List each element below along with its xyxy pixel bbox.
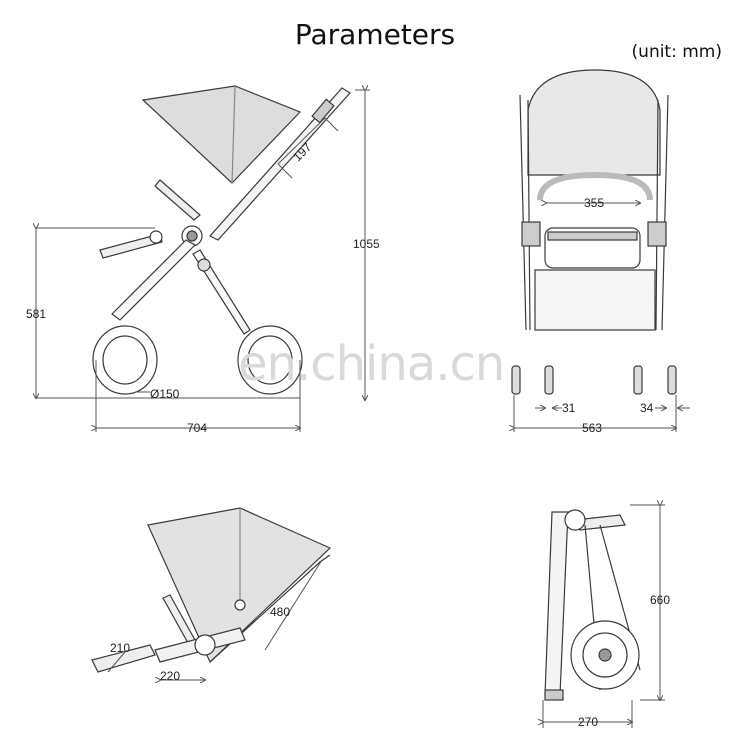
front-view xyxy=(511,69,677,395)
front-wheel-right-outer xyxy=(667,365,677,395)
dim-recline-depth: 480 xyxy=(270,605,290,619)
dim-side-wheel: Ø150 xyxy=(150,387,180,401)
front-bumper xyxy=(537,171,653,201)
recline-footrest xyxy=(91,644,156,673)
unit-label: (unit: mm) xyxy=(631,42,722,62)
front-basket xyxy=(534,269,656,331)
dim-folded-height: 660 xyxy=(650,593,670,607)
side-front-leg xyxy=(111,239,196,321)
dim-front-width: 563 xyxy=(582,421,602,435)
dim-side-height: 1055 xyxy=(353,237,380,251)
front-wheel-left-outer xyxy=(511,365,521,395)
dim-side-length: 704 xyxy=(187,421,207,435)
folded-frame-left xyxy=(544,511,569,696)
side-rear-leg xyxy=(192,249,251,335)
recline-dimensions xyxy=(107,559,323,680)
page-title: Parameters xyxy=(294,18,456,51)
recline-view xyxy=(91,507,332,673)
side-dimensions xyxy=(36,90,370,432)
folded-view xyxy=(544,509,641,701)
dim-recline-leg: 220 xyxy=(160,669,180,683)
dim-front-seat-width: 355 xyxy=(584,196,604,210)
dim-front-wheel-right: 34 xyxy=(640,401,654,415)
side-footrest xyxy=(99,233,163,259)
side-view xyxy=(92,85,351,395)
folded-dimensions xyxy=(543,505,665,728)
dim-front-wheel-left: 31 xyxy=(562,401,576,415)
side-bumper xyxy=(154,179,201,221)
recline-canopy xyxy=(147,507,332,664)
dim-side-seat-height: 581 xyxy=(26,307,46,321)
dim-folded-width: 270 xyxy=(578,715,598,729)
recline-seat xyxy=(209,554,331,663)
side-canopy xyxy=(141,85,302,184)
side-handlebar xyxy=(209,87,351,241)
watermark: en.china.cn xyxy=(238,336,505,392)
front-dimensions xyxy=(514,203,690,432)
dim-recline-footrest: 210 xyxy=(110,641,130,655)
front-canopy xyxy=(527,69,661,176)
